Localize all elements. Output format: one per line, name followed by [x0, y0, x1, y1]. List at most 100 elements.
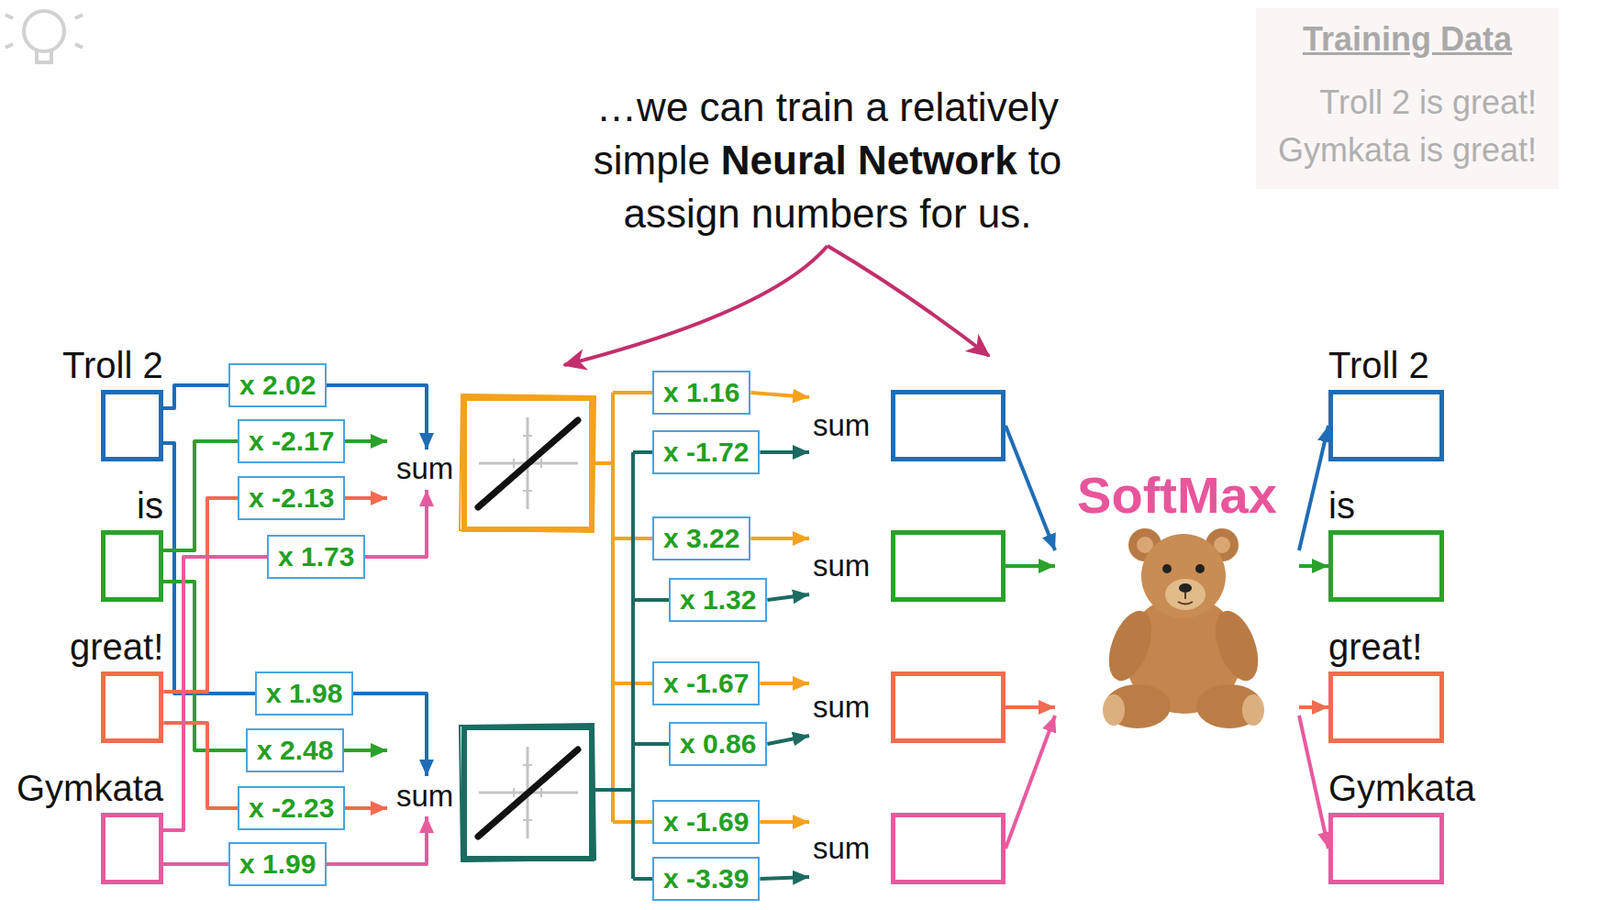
weight-value: x 1.32 [679, 584, 756, 616]
output-word-node: Troll 2 [1328, 344, 1445, 462]
weight-box: x -1.67 [652, 661, 760, 706]
word-label: great! [69, 625, 164, 668]
input-word-node: Troll 2 [62, 344, 164, 462]
callout-text-part: Neural Network [721, 137, 1018, 183]
weight-value: x -3.39 [663, 863, 749, 895]
vector-box [1328, 671, 1445, 744]
weight-box: x -2.17 [237, 419, 345, 464]
connector [1299, 705, 1329, 710]
weight-value: x -2.17 [248, 425, 334, 457]
callout-text: …we can train a relatively simpleNeural … [570, 80, 1085, 241]
connector [1005, 564, 1056, 568]
teddy-bear [1100, 528, 1267, 729]
vector-box [100, 671, 164, 744]
word-label: Troll 2 [1328, 344, 1430, 387]
training-sentence: Gymkata is great! [1277, 126, 1537, 175]
connector [759, 450, 810, 455]
sum-label: sum [809, 408, 870, 444]
connector [750, 536, 810, 541]
softmax-node: SoftMax [1055, 467, 1300, 734]
word-label: is [136, 484, 164, 527]
sum-box [890, 389, 1006, 462]
training-sentence: Troll 2 is great! [1277, 78, 1537, 127]
connector [1005, 705, 1056, 710]
word-label: is [1328, 484, 1356, 527]
weight-value: x 2.48 [256, 734, 334, 767]
input-word-node: great! [69, 625, 164, 744]
output-word-node: great! [1328, 625, 1445, 744]
logo-icon [5, 11, 83, 63]
connector [759, 681, 810, 686]
panel-heading: Training Data [1277, 19, 1537, 59]
sum-label: sum [396, 453, 454, 484]
softmax-title: SoftMax [1055, 467, 1300, 523]
vector-box [100, 812, 164, 885]
weight-box: x 3.22 [652, 516, 751, 561]
weight-value: x -1.69 [663, 806, 749, 838]
sum-box [890, 671, 1006, 744]
callout-arrow [564, 245, 828, 366]
weight-value: x -1.72 [663, 436, 749, 468]
connector [759, 877, 810, 879]
vector-box [100, 389, 164, 462]
connector [766, 735, 810, 745]
weight-box: x -2.23 [237, 786, 345, 831]
connector [163, 862, 229, 867]
callout-arrows [564, 245, 989, 366]
weight-value: x 1.73 [277, 541, 355, 573]
weight-value: x 0.86 [679, 728, 756, 760]
connector [759, 820, 810, 824]
sum-node: sum [809, 658, 1006, 756]
sum-node: sum [809, 377, 1006, 475]
weight-value: x -1.67 [663, 667, 749, 700]
output-word-node: Gymkata [1328, 766, 1476, 885]
connector [1299, 564, 1329, 568]
sum-node: sum [809, 800, 1006, 898]
weight-box: x 2.48 [245, 728, 345, 773]
weight-box: x -1.72 [652, 430, 760, 475]
connector [1299, 425, 1329, 551]
connector [163, 498, 238, 692]
sum-box [890, 812, 1006, 885]
word-label: Gymkata [1328, 766, 1476, 810]
sum-label: sum [809, 831, 870, 867]
word-label: Gymkata [16, 766, 164, 810]
vector-box [100, 530, 164, 602]
weight-box: x 1.16 [652, 370, 751, 415]
activation-box [459, 723, 596, 862]
connector [750, 392, 810, 398]
weight-box: x 1.73 [266, 534, 366, 579]
weight-box: x 0.86 [668, 722, 767, 767]
weight-value: x 1.99 [239, 848, 316, 880]
weight-box: x -2.13 [237, 476, 345, 521]
weight-box: x 2.02 [228, 363, 327, 408]
weight-value: x -2.23 [248, 792, 334, 824]
connector [163, 722, 238, 809]
word-label: great! [1328, 625, 1423, 668]
connector [163, 385, 229, 409]
weight-box: x 1.98 [255, 671, 354, 716]
vector-box [1328, 389, 1445, 462]
connector [163, 581, 246, 751]
sum-label: sum [809, 548, 870, 584]
weight-value: x -2.13 [248, 482, 334, 514]
weight-box: x -1.69 [652, 800, 760, 845]
activation-box [459, 394, 596, 533]
vector-box [1328, 812, 1445, 885]
weight-value: x 1.98 [266, 677, 343, 710]
weight-box: x -3.39 [652, 856, 760, 901]
word-label: Troll 2 [62, 344, 164, 387]
callout-arrow [827, 245, 989, 356]
sum-label: sum [396, 780, 454, 812]
weight-value: x 3.22 [663, 522, 740, 555]
connector [1299, 715, 1329, 849]
weight-box: x 1.99 [228, 842, 327, 887]
weight-box: x 1.32 [668, 577, 767, 623]
weight-value: x 1.16 [663, 377, 740, 409]
connector [163, 441, 238, 551]
sum-label: sum [809, 689, 870, 725]
input-word-node: Gymkata [16, 766, 164, 885]
sum-node: sum [809, 517, 1006, 615]
training-data-panel: Training DataTroll 2 is great!Gymkata is… [1255, 8, 1559, 189]
